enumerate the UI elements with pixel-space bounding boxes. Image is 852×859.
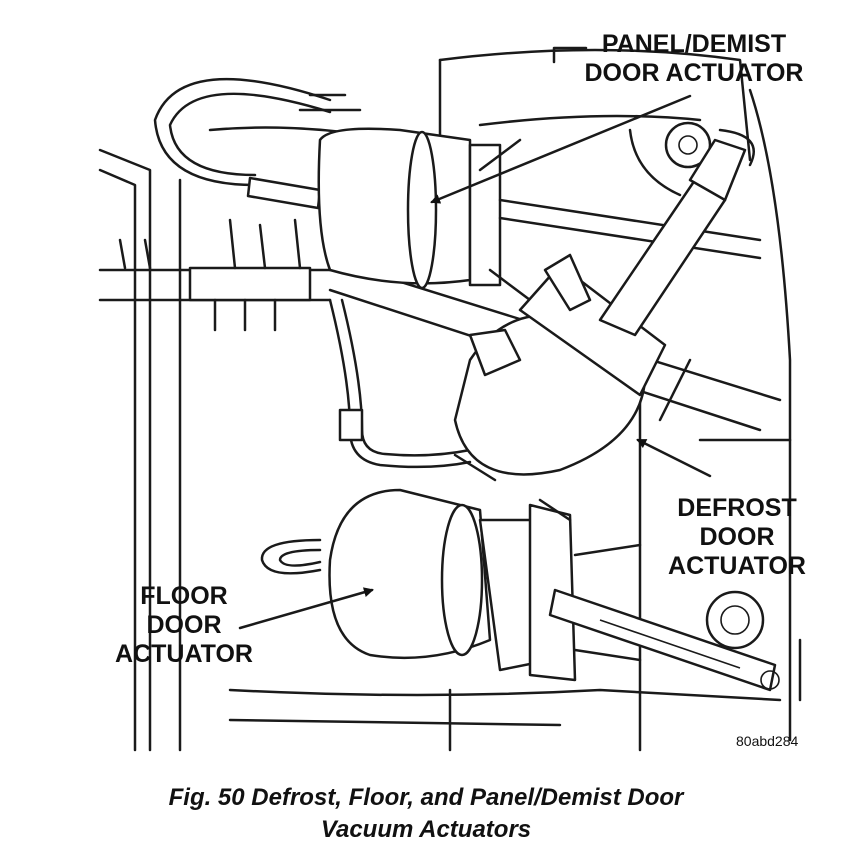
caption-line1: Fig. 50 Defrost, Floor, and Panel/Demist…	[168, 784, 684, 811]
figure-reference-code: 80abd284	[736, 733, 799, 749]
defrost-line2: DOOR	[699, 523, 775, 551]
floor-actuator-label: FLOOR DOOR ACTUATOR	[98, 582, 270, 669]
defrost-actuator	[453, 128, 755, 476]
panel-demist-leader	[432, 46, 692, 202]
floor-line1: FLOOR	[140, 582, 228, 610]
floor-actuator	[328, 488, 780, 692]
floor-leader	[238, 587, 374, 630]
vacuum-hoses	[153, 77, 497, 575]
panel-demist-actuator-label: PANEL/DEMIST DOOR ACTUATOR	[566, 30, 822, 88]
floor-line2: DOOR	[146, 611, 222, 639]
panel-demist-actuator	[298, 93, 762, 302]
figure-caption: Fig. 50 Defrost, Floor, and Panel/Demist…	[0, 782, 852, 846]
panel-demist-line2: DOOR ACTUATOR	[584, 59, 804, 87]
defrost-line3: ACTUATOR	[668, 552, 806, 580]
defrost-line1: DEFROST	[677, 494, 797, 522]
actuator-diagram	[98, 46, 802, 752]
caption-line2: Vacuum Actuators	[320, 816, 532, 843]
defrost-leader	[636, 438, 712, 478]
defrost-actuator-label: DEFROST DOOR ACTUATOR	[652, 494, 822, 581]
floor-line3: ACTUATOR	[115, 640, 253, 668]
panel-demist-line1: PANEL/DEMIST	[601, 30, 787, 58]
